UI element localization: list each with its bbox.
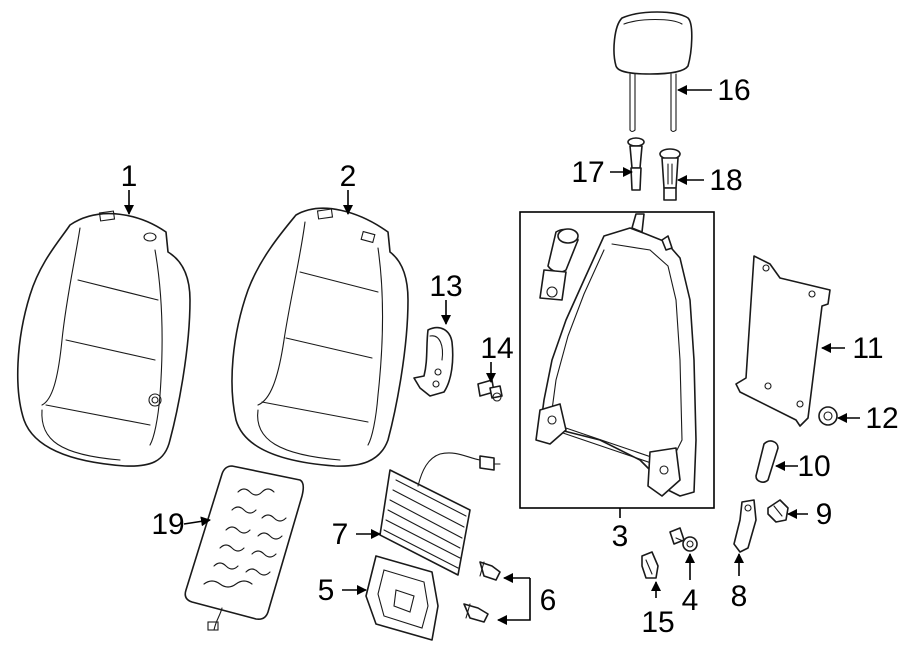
callout-labels: 1 2 3 4 5 6 7 8 9 10 11 12 13 14 15 16 1… (121, 74, 899, 639)
seat-back-cover-alt-part[interactable] (231, 207, 409, 467)
callout-3: 3 (612, 520, 629, 553)
callout-4: 4 (682, 584, 699, 617)
recliner-handle-part[interactable] (733, 499, 757, 553)
back-panel-plate-part[interactable] (735, 255, 831, 427)
headrest-part[interactable] (613, 11, 693, 133)
callout-7: 7 (332, 518, 349, 551)
lumbar-plate-part[interactable] (365, 555, 439, 641)
headrest-guide-part[interactable] (627, 137, 645, 191)
callout-9: 9 (816, 498, 833, 531)
wire-connector-lower-part[interactable] (463, 603, 489, 623)
callout-10: 10 (797, 450, 830, 483)
recliner-cover-cap-part[interactable] (755, 440, 779, 483)
frame-group-box (519, 211, 715, 509)
bolt-part[interactable] (669, 527, 698, 552)
callout-19: 19 (151, 508, 184, 541)
seat-back-trim-bracket-part[interactable] (413, 326, 454, 397)
callout-15: 15 (641, 606, 674, 639)
callout-5: 5 (318, 574, 335, 607)
callout-8: 8 (731, 580, 748, 613)
clip-part[interactable] (641, 551, 659, 579)
callout-1: 1 (121, 160, 138, 193)
leader-lines (124, 85, 860, 625)
lumbar-support-part[interactable] (379, 452, 501, 576)
seat-heater-pad-part[interactable] (184, 465, 305, 631)
callout-17: 17 (571, 156, 604, 189)
callout-6: 6 (540, 584, 557, 617)
nut-part[interactable] (818, 406, 838, 426)
callout-18: 18 (709, 164, 742, 197)
push-clip-part[interactable] (477, 379, 503, 402)
seat-back-cover-part[interactable] (16, 210, 191, 467)
wire-connector-upper-part[interactable] (479, 561, 501, 581)
headrest-guide-lock-part[interactable] (659, 148, 681, 201)
callout-13: 13 (429, 270, 462, 303)
callout-12: 12 (865, 402, 898, 435)
callout-14: 14 (480, 332, 513, 365)
callout-16: 16 (717, 74, 750, 107)
seat-back-frame-part[interactable] (519, 211, 715, 509)
retaining-clip-part[interactable] (767, 499, 789, 523)
callout-11: 11 (852, 332, 883, 365)
callout-2: 2 (340, 160, 357, 193)
